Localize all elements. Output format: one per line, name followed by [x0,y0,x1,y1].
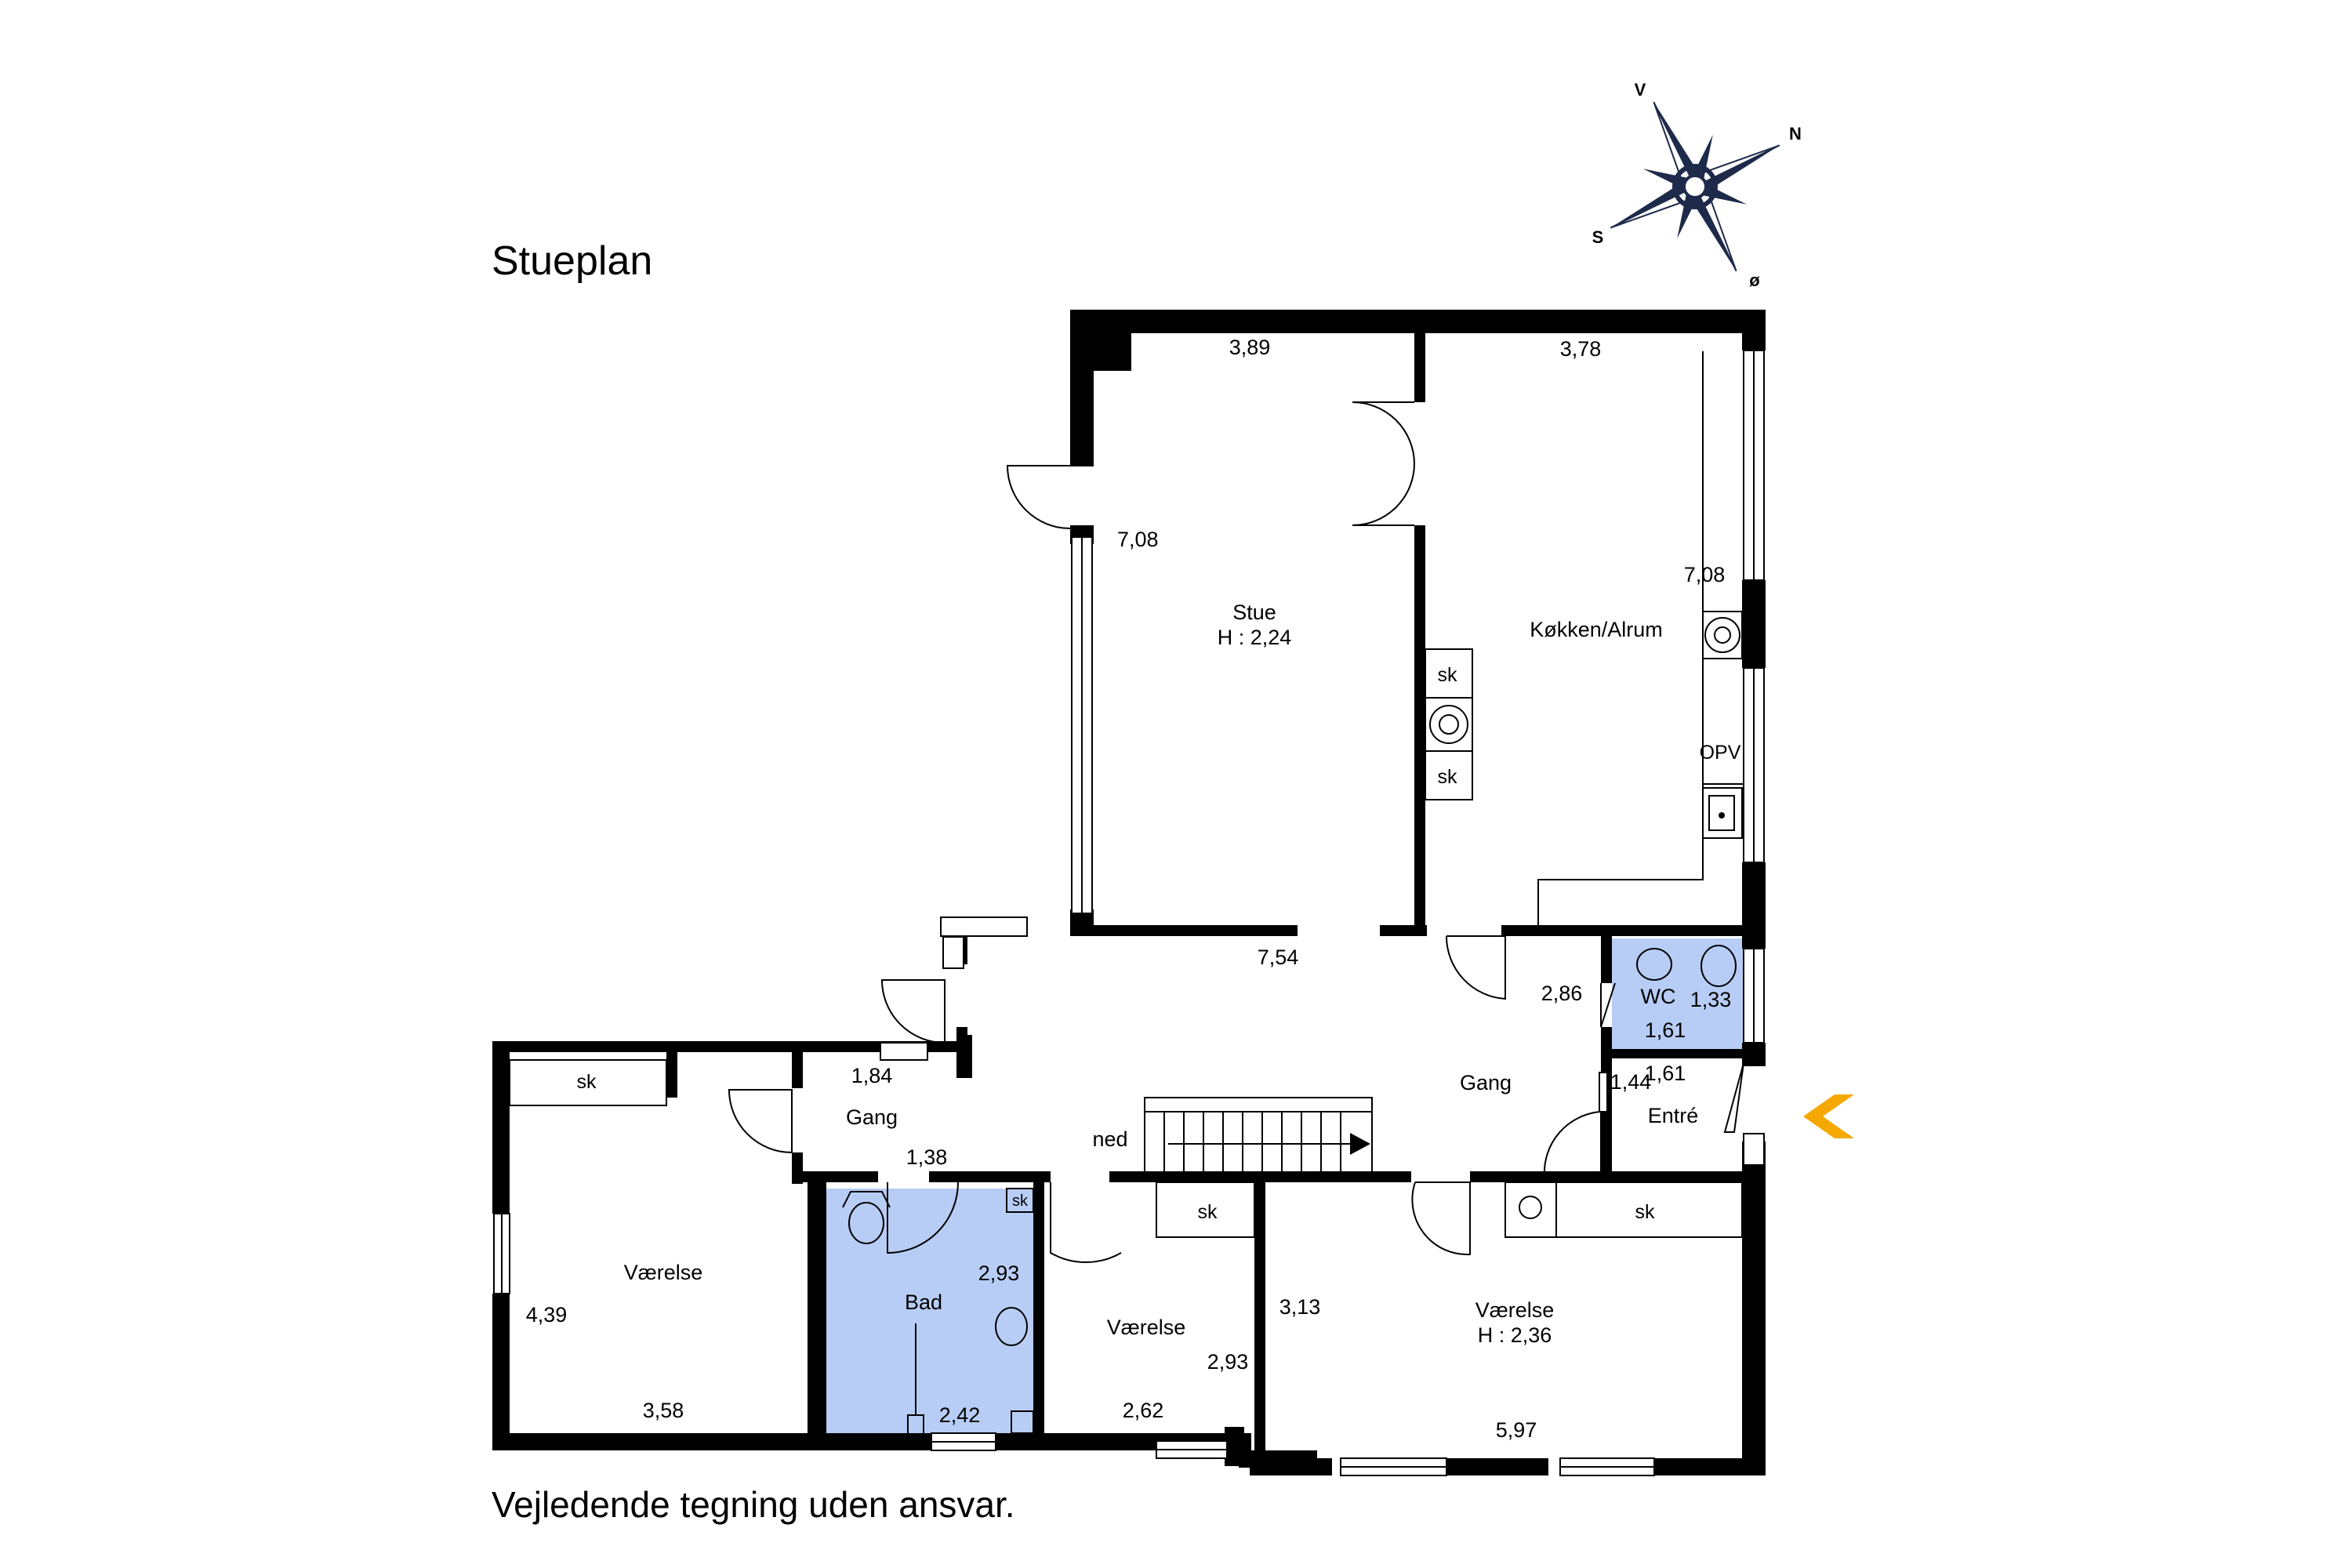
room-label-vaerelse-mid: Værelse [1107,1316,1186,1339]
disclaimer: Vejledende tegning uden ansvar. [492,1484,1015,1525]
bad-floor [826,1189,1033,1438]
dim-koekken-width: 3,78 [1560,337,1602,361]
cabinet-label-right: sk [1635,1201,1656,1223]
dim-stue-width: 3,89 [1229,336,1271,359]
dim-vaerelse-right-width: 5,97 [1496,1418,1537,1442]
hob-icon [1429,705,1468,744]
dim-gang-left-length: 1,38 [906,1145,948,1169]
dim-vaerelse-mid-length: 2,93 [1207,1350,1249,1374]
cabinet-label-mid: sk [1198,1201,1218,1223]
stairs-label: ned [1092,1127,1127,1151]
fixtures [509,611,1743,1435]
page-title: Stueplan [492,238,652,284]
dim-bad-width: 2,42 [939,1403,981,1427]
room-height-vaerelse-right: H : 2,36 [1478,1323,1552,1347]
room-label-koekken: Køkken/Alrum [1530,618,1663,641]
room-height-stue: H : 2,24 [1218,626,1292,649]
dishwasher-label: OPV [1700,742,1741,764]
dim-vaerelse-mid-width: 2,62 [1123,1399,1164,1422]
room-label-vaerelse-left: Værelse [624,1261,703,1284]
room-label-gang-main: Gang [1460,1071,1512,1094]
washbasin-bad-icon [995,1307,1028,1346]
dim-gang-main-width: 7,54 [1258,946,1299,969]
cabinet-sk-bad [1006,1188,1034,1213]
dim-gang-left-width: 1,84 [851,1064,893,1087]
cabinet-label-bad: sk [1012,1192,1029,1210]
washbasin-wc-icon [1636,948,1672,981]
compass-label-v: V [1635,80,1646,100]
dim-wc-length: 1,61 [1645,1018,1686,1042]
dim-vaerelse-left-width: 3,58 [643,1399,684,1422]
washer [1504,1181,1557,1238]
compass-rose-icon [1610,101,1780,272]
staircase [1144,1097,1373,1174]
cabinet-label-kitchen-upper: sk [1438,664,1458,686]
door-swings [728,401,1744,1264]
washer-drum-icon [1519,1196,1542,1219]
wc-floor [1612,938,1747,1050]
room-label-wc: WC [1641,985,1676,1008]
stair-arrow-icon [1350,1133,1370,1155]
room-label-entre: Entré [1648,1104,1699,1127]
dim-stue-length: 7,08 [1117,528,1159,551]
cabinet-label-left: sk [577,1071,597,1093]
room-label-stue: Stue [1232,601,1276,624]
compass-label-o: ø [1749,270,1760,290]
dim-koekken-length: 7,08 [1684,563,1726,586]
dim-vaerelse-right-length: 3,13 [1279,1295,1321,1319]
room-label-bad: Bad [905,1290,942,1314]
toilet-bad-icon [848,1202,884,1244]
extractor [1702,611,1743,659]
fan-icon [1704,617,1740,653]
dim-entre-length: 1,44 [1610,1070,1652,1094]
dim-bad-length: 2,93 [978,1261,1020,1285]
cabinet-sk-mid [1156,1181,1255,1238]
compass-label-s: S [1592,227,1604,247]
toilet-wc-icon [1700,945,1737,987]
dim-vaerelse-left-length: 4,39 [526,1303,568,1327]
windows [493,350,1765,1476]
dim-wc-width: 1,33 [1690,988,1732,1011]
room-label-vaerelse-right: Værelse [1475,1298,1555,1322]
walls [492,310,1766,1475]
room-label-gang-left: Gang [846,1105,898,1129]
entrance-arrow-icon [1803,1094,1854,1138]
cabinet-sk-kitchen-lower [1425,750,1473,800]
sink [1702,787,1743,839]
dim-gang-main-length: 2,86 [1541,982,1583,1005]
compass-label-n: N [1789,124,1802,143]
dim-entre-width: 1,61 [1645,1062,1686,1085]
cabinet-label-kitchen-lower: sk [1438,766,1458,788]
